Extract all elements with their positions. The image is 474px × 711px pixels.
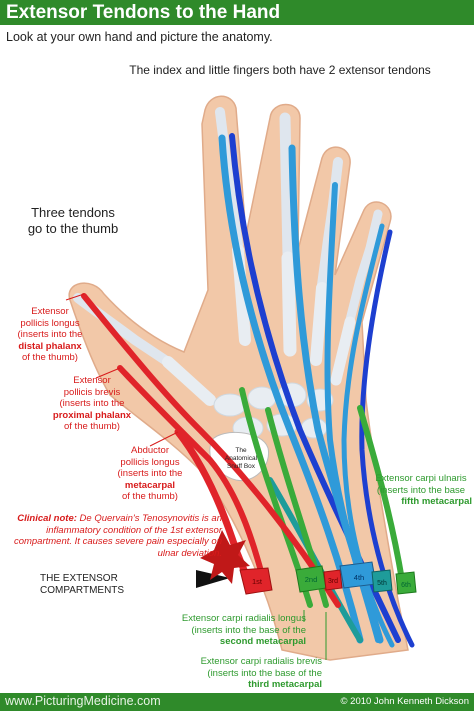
epb-line3: (inserts into the xyxy=(59,398,125,409)
title-bar: Extensor Tendons to the Hand xyxy=(0,0,474,25)
label-extensor-carpi-radialis-brevis: Extensor carpi radialis brevis (inserts … xyxy=(176,656,322,691)
ecrb-line1: Extensor carpi radialis brevis xyxy=(200,656,322,667)
compartment-4-label: 4th xyxy=(353,573,365,582)
clinical-note-text: De Quervain's Tenosynovitis is an inflam… xyxy=(13,513,222,559)
ecrl-line3: second metacarpal xyxy=(219,636,306,647)
compartment-5 xyxy=(371,569,393,593)
epl-line1: Extensor xyxy=(31,306,69,317)
epl-line2: pollicis longus xyxy=(20,317,80,329)
epb-line2: pollicis brevis xyxy=(63,386,121,398)
footer-bar: www.PicturingMedicine.com © 2010 John Ke… xyxy=(0,693,474,711)
note-thumb: Three tendons go to the thumb xyxy=(8,205,138,237)
snuff-box-label: The Anatomical Snuff Box xyxy=(216,447,266,471)
apl-line2: pollicis longus xyxy=(120,456,180,468)
compartment-6 xyxy=(395,571,417,595)
note-thumb-line1: Three tendons xyxy=(31,205,115,220)
label-extensor-carpi-radialis-longus: Extensor carpi radialis longus (inserts … xyxy=(160,613,306,648)
apl-line3: (inserts into the xyxy=(117,468,183,479)
ecu-line2: (inserts into the base xyxy=(376,484,466,496)
ecrb-line2: (inserts into the base of the xyxy=(207,667,322,679)
snuff-box-line2: Anatomical xyxy=(224,455,258,462)
epb-line5: of the thumb) xyxy=(64,421,120,432)
compartment-3-label: 3rd xyxy=(327,578,339,585)
clinical-note-heading: Clinical note: xyxy=(17,513,77,524)
clinical-note: Clinical note: De Quervain's Tenosynovit… xyxy=(10,513,222,559)
subtitle: Look at your own hand and picture the an… xyxy=(6,30,273,44)
pointer-lines-green xyxy=(303,610,327,660)
apl-line5: of the thumb) xyxy=(122,491,178,502)
label-extensor-carpi-ulnaris: Extensor carpi ulnaris (inserts into the… xyxy=(370,473,472,508)
compartment-6-label: 6th xyxy=(401,582,411,589)
compartment-1 xyxy=(239,567,273,595)
ecu-line3: fifth metacarpal xyxy=(401,496,472,507)
note-thumb-line2: go to the thumb xyxy=(27,221,119,236)
ecrl-line2: (inserts into the base of the xyxy=(191,624,306,636)
compartment-1-label: 1st xyxy=(251,577,262,586)
apl-line1: Abductor xyxy=(130,445,170,456)
note-index-little: The index and little fingers both have 2… xyxy=(129,63,431,77)
compartments-arrow xyxy=(196,570,230,588)
pain-star-icon xyxy=(200,530,250,584)
apl-line4: metacarpal xyxy=(124,479,176,491)
epl-line5: of the thumb) xyxy=(22,352,78,363)
label-abductor-pollicis-longus: Abductor pollicis longus (inserts into t… xyxy=(100,445,200,503)
page-title: Extensor Tendons to the Hand xyxy=(6,2,281,23)
label-extensor-pollicis-longus: Extensor pollicis longus (inserts into t… xyxy=(2,306,98,364)
ecrb-line3: third metacarpal xyxy=(248,679,322,690)
snuff-box-line3: Snuff Box xyxy=(226,463,256,470)
compartments-label: THE EXTENSOR COMPARTMENTS xyxy=(40,573,125,596)
pointer-lines xyxy=(65,293,179,447)
compartment-3 xyxy=(323,569,343,591)
compartment-5-label: 5th xyxy=(377,580,387,587)
footer-copyright: © 2010 John Kenneth Dickson xyxy=(340,696,469,707)
label-extensor-pollicis-brevis: Extensor pollicis brevis (inserts into t… xyxy=(44,375,140,433)
footer-website-link[interactable]: www.PicturingMedicine.com xyxy=(5,694,161,708)
epl-line4: distal phalanx xyxy=(18,340,82,352)
ecrl-line1: Extensor carpi radialis longus xyxy=(181,613,306,624)
epb-line1: Extensor xyxy=(73,375,111,386)
ecu-line1: Extensor carpi ulnaris xyxy=(375,473,467,484)
snuff-box-line1: The xyxy=(235,447,247,454)
compartment-2-label: 2nd xyxy=(304,575,318,584)
epb-line4: proximal phalanx xyxy=(52,409,132,421)
epl-line3: (inserts into the xyxy=(17,329,83,340)
extensor-compartments xyxy=(239,561,417,595)
